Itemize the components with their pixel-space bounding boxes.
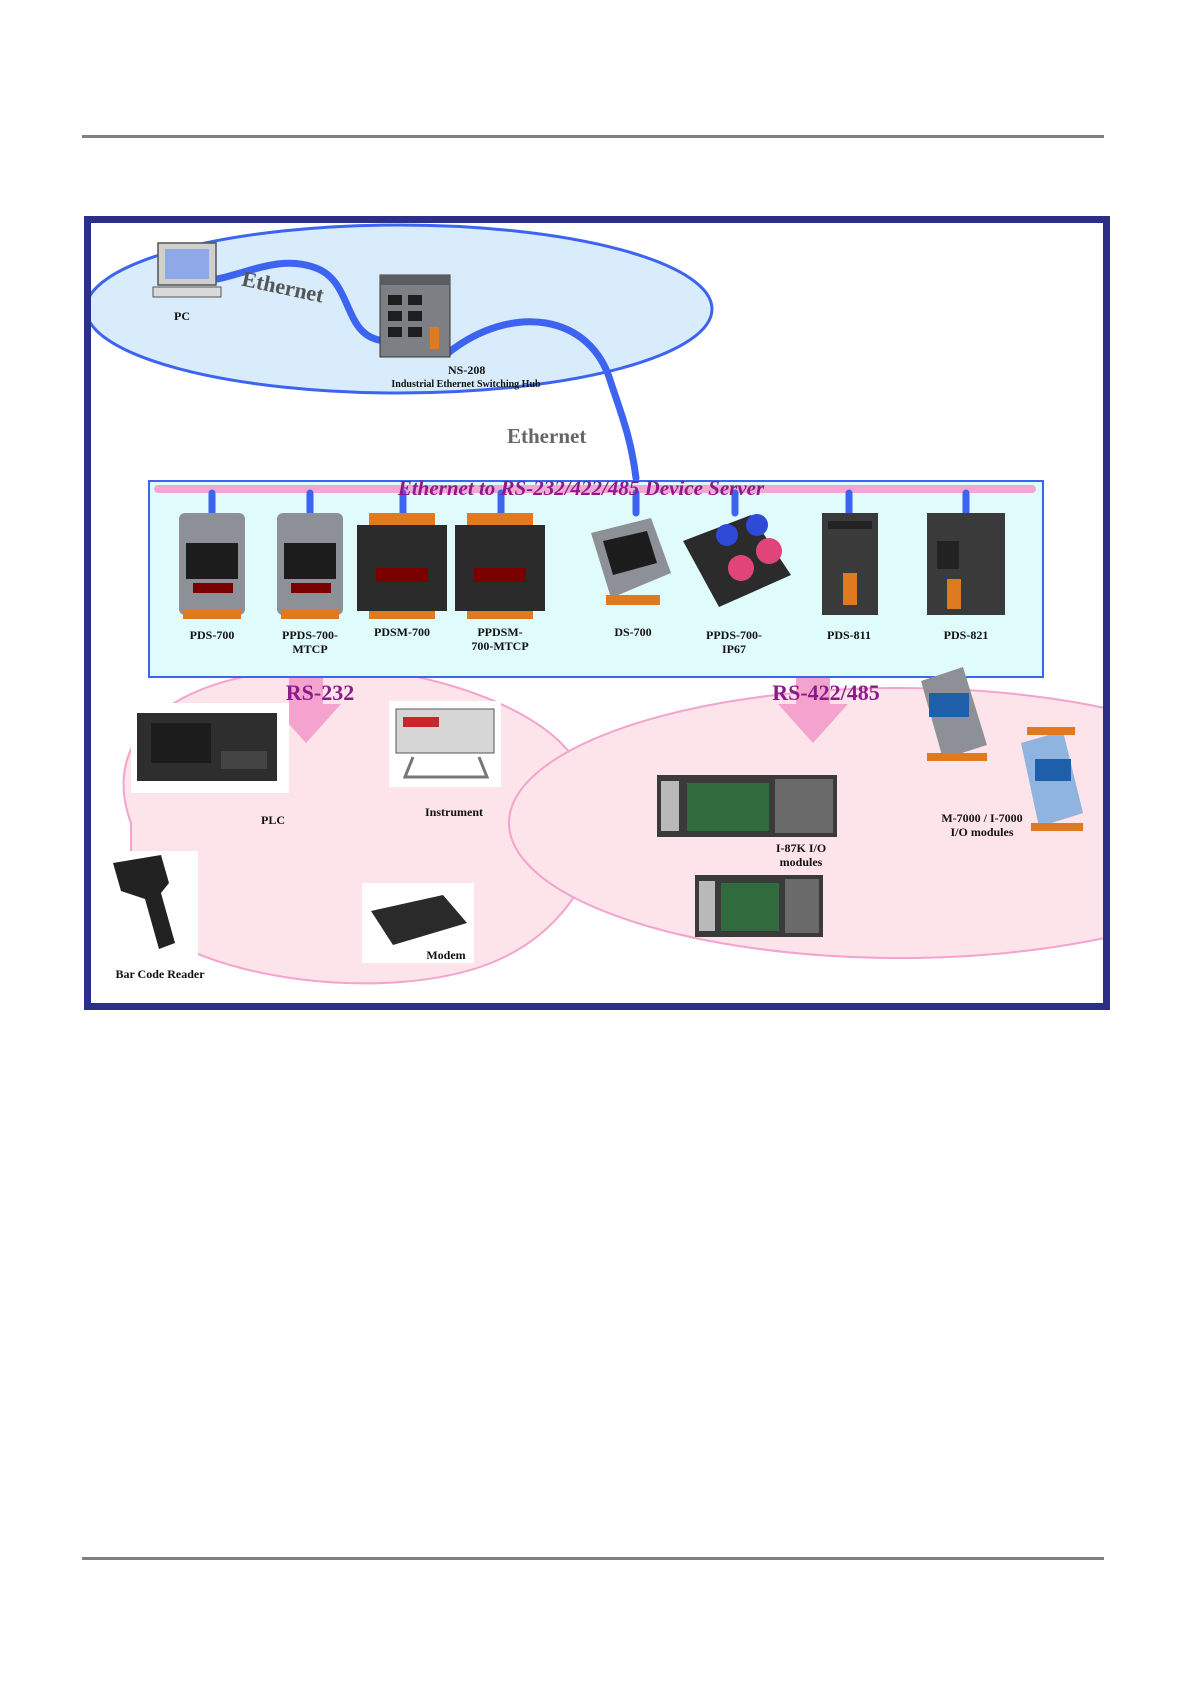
pds-700-image (179, 513, 245, 619)
network-diagram-frame: PC Ethernet NS-208 Industrial Ethernet S… (84, 216, 1110, 1010)
ppdsm-700-mtcp-image (455, 513, 545, 619)
plc-label: PLC (253, 813, 293, 827)
server-label-pds-811: PDS-811 (809, 628, 889, 642)
server-label-ppds-700-mtcp: PPDS-700-MTCP (270, 628, 350, 656)
pc-label: PC (167, 309, 197, 323)
device-server-title: Ethernet to RS-232/422/485 Device Server (331, 477, 831, 499)
server-label-pds-700: PDS-700 (172, 628, 252, 642)
pc-icon (153, 243, 221, 297)
ethernet-label-mid: Ethernet (507, 429, 627, 443)
server-label-ppdsm-700-mtcp: PPDSM-700-MTCP (460, 625, 540, 653)
header-rule (82, 135, 1104, 138)
rs422-485-label: RS-422/485 (761, 681, 891, 705)
network-diagram (91, 223, 1103, 1003)
bar-code-reader-label: Bar Code Reader (105, 967, 215, 981)
ns-208-hub-icon (380, 275, 450, 357)
plc-image (131, 703, 289, 793)
hub-name-label: NS-208 (448, 363, 508, 377)
modem-label: Modem (421, 948, 471, 962)
hub-desc-label: Industrial Ethernet Switching Hub (366, 378, 566, 392)
pds-821-image (927, 513, 1005, 615)
i87k-rack-small-image (695, 875, 823, 937)
server-label-ppds-700-ip67: PPDS-700-IP67 (694, 628, 774, 656)
instrument-label: Instrument (409, 805, 499, 819)
server-label-pdsm-700: PDSM-700 (362, 625, 442, 639)
server-label-pds-821: PDS-821 (926, 628, 1006, 642)
footer-rule (82, 1557, 1104, 1560)
bar-code-reader-image (106, 851, 198, 965)
i87k-rack-large-image (657, 775, 837, 837)
instrument-image (389, 701, 501, 787)
rs232-label: RS-232 (275, 681, 365, 705)
server-label-ds-700: DS-700 (593, 625, 673, 639)
pds-811-image (822, 513, 878, 615)
pdsm-700-image (357, 513, 447, 619)
ppds-700-mtcp-image (277, 513, 343, 619)
